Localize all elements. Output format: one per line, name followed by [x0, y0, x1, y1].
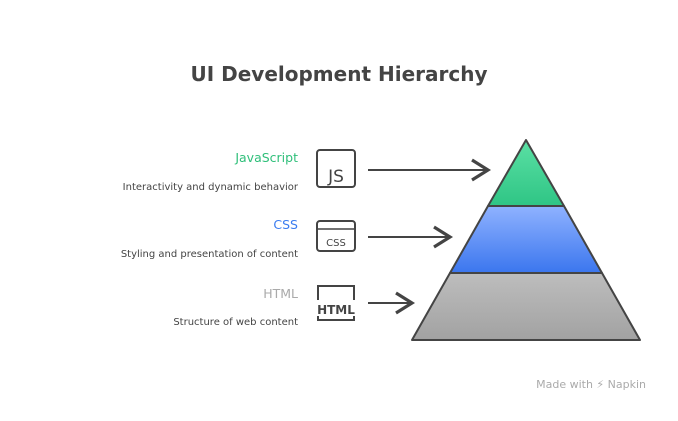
pyramid-layer-javascript [487, 139, 565, 207]
layer-label-html: HTML [263, 286, 298, 301]
svg-text:HTML: HTML [317, 303, 355, 317]
layer-desc-css: Styling and presentation of content [120, 249, 298, 260]
js-icon: JS [316, 149, 356, 188]
pyramid-layer-css [449, 205, 603, 274]
layer-desc-html: Structure of web content [173, 317, 298, 328]
diagram-title: UI Development Hierarchy [190, 62, 488, 86]
layer-label-css: CSS [273, 217, 298, 232]
css-icon: CSS [316, 220, 356, 252]
html-icon: HTML [317, 285, 355, 321]
layer-label-javascript: JavaScript [235, 150, 298, 165]
napkin-watermark: Made with ⚡ Napkin [536, 378, 646, 391]
svg-text:JS: JS [327, 167, 344, 187]
svg-text:CSS: CSS [326, 238, 346, 249]
pyramid-layer-html [411, 272, 641, 341]
layer-desc-javascript: Interactivity and dynamic behavior [122, 182, 298, 193]
